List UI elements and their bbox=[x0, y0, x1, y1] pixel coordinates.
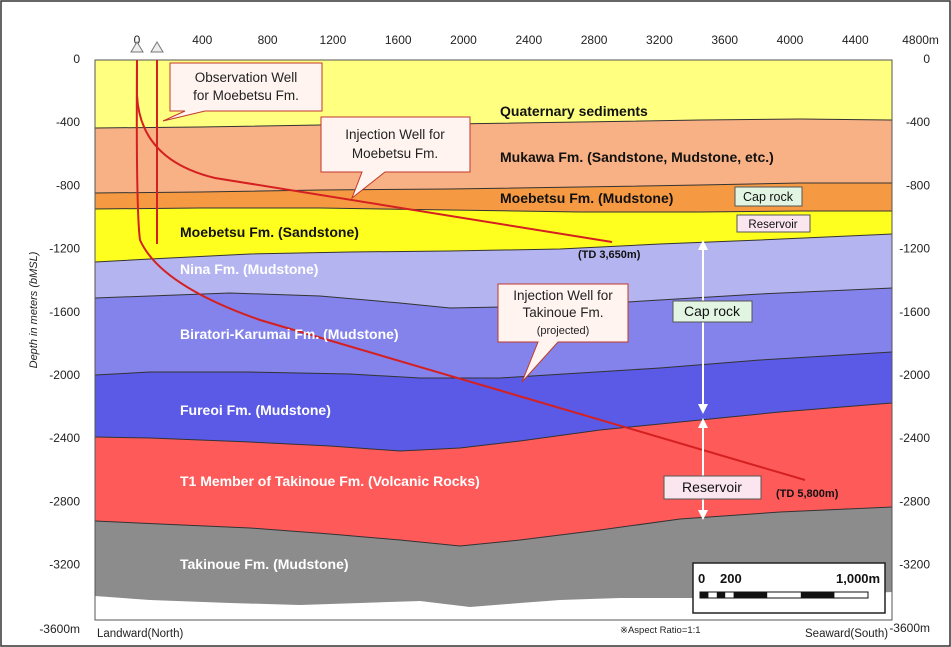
x-tick-label: 400 bbox=[192, 33, 212, 47]
y-tick-label-right: -3600m bbox=[889, 621, 930, 635]
y-axis-left-ticks: 0 -400 -800 -1200 -1600 -2000 -2400 -2800 -3200 -… bbox=[39, 52, 80, 636]
y-tick-label-right: -2000 bbox=[899, 368, 930, 382]
well-head-marker-1 bbox=[130, 41, 144, 53]
y-tick-label-left: -3200 bbox=[49, 558, 80, 572]
td-label-takinoue: (TD 5,800m) bbox=[776, 488, 839, 500]
callout-observation-line-2: for Moebetsu Fm. bbox=[193, 88, 299, 103]
label-moebetsu-mudstone: Moebetsu Fm. (Mudstone) bbox=[500, 190, 673, 206]
y-tick-label-right: 0 bbox=[923, 52, 930, 66]
box-cap-rock-upper-label: Cap rock bbox=[743, 190, 794, 204]
label-moebetsu-sandstone: Moebetsu Fm. (Sandstone) bbox=[180, 224, 359, 240]
label-mukawa: Mukawa Fm. (Sandstone, Mudstone, etc.) bbox=[500, 149, 774, 165]
y-tick-label-right: -2400 bbox=[899, 431, 930, 445]
scale-bar-box bbox=[692, 562, 886, 614]
x-tick-label: 3600 bbox=[711, 33, 738, 47]
x-tick-label: 1200 bbox=[320, 33, 347, 47]
y-tick-label-right: -1600 bbox=[899, 305, 930, 319]
label-biratori: Biratori-Karumai Fm. (Mudstone) bbox=[180, 326, 399, 342]
y-tick-label-left: -800 bbox=[56, 178, 80, 192]
footer-aspect-ratio: ※Aspect Ratio=1:1 bbox=[620, 625, 701, 636]
scale-bar-ruler bbox=[699, 591, 869, 599]
interval-arrows bbox=[698, 240, 708, 520]
footer-right: Seaward(South) bbox=[805, 628, 888, 640]
y-tick-label-left: -1600 bbox=[49, 305, 80, 319]
callout-takinoue-line-3: (projected) bbox=[537, 325, 590, 337]
y-tick-label-left: -2000 bbox=[49, 368, 80, 382]
box-reservoir-lower bbox=[663, 475, 762, 500]
boundary-lines bbox=[94, 118, 893, 547]
label-takinoue-mudstone: Takinoue Fm. (Mudstone) bbox=[180, 556, 349, 572]
x-tick-label: 0 bbox=[134, 33, 141, 47]
y-tick-label-right: -800 bbox=[906, 178, 930, 192]
callout-observation-well bbox=[162, 62, 323, 122]
plot-border bbox=[94, 59, 893, 621]
x-tick-label: 2800 bbox=[581, 33, 608, 47]
scale-bar-1000: 1,000m bbox=[836, 571, 880, 586]
x-tick-label: 4400 bbox=[842, 33, 869, 47]
label-quaternary: Quaternary sediments bbox=[500, 103, 648, 119]
callout-injection-takinoue bbox=[497, 283, 629, 383]
x-tick-label: 1600 bbox=[385, 33, 412, 47]
y-tick-label-left: -2400 bbox=[49, 431, 80, 445]
injection-well-takinoue-line bbox=[135, 59, 806, 481]
y-axis-right-ticks: 0 -400 -800 -1200 -1600 -2000 -2400 -2800 -3200 -… bbox=[889, 52, 930, 635]
callout-takinoue-line-2: Takinoue Fm. bbox=[522, 305, 603, 320]
y-axis-label: Depth in meters (bMSL) bbox=[28, 251, 40, 368]
y-tick-label-right: -3200 bbox=[899, 558, 930, 572]
y-tick-label-left: -2800 bbox=[49, 494, 80, 508]
y-tick-label-right: -2800 bbox=[899, 494, 930, 508]
x-axis-ticks: 0 400 800 1200 1600 2000 2400 2800 3200 3600 4000 4… bbox=[134, 33, 939, 47]
box-reservoir-lower-label: Reservoir bbox=[682, 479, 742, 495]
scale-bar-zero: 0 bbox=[698, 571, 705, 586]
td-label-moebetsu: (TD 3,650m) bbox=[578, 249, 641, 261]
y-tick-label-right: -1200 bbox=[899, 242, 930, 256]
x-tick-label: 2400 bbox=[515, 33, 542, 47]
callout-moebetsu-line-2: Moebetsu Fm. bbox=[352, 146, 438, 161]
box-cap-rock-lower-label: Cap rock bbox=[684, 303, 741, 319]
label-nina: Nina Fm. (Mudstone) bbox=[180, 261, 318, 277]
y-tick-label-left: -1200 bbox=[49, 242, 80, 256]
x-tick-label: 2000 bbox=[450, 33, 477, 47]
scale-bar-200: 200 bbox=[720, 571, 742, 586]
y-tick-label-left: -400 bbox=[56, 115, 80, 129]
label-takinoue-t1: T1 Member of Takinoue Fm. (Volcanic Rock… bbox=[180, 473, 480, 489]
x-tick-label: 800 bbox=[258, 33, 278, 47]
box-cap-rock-lower bbox=[672, 300, 753, 323]
callout-observation-line-1: Observation Well bbox=[195, 70, 298, 85]
box-reservoir-upper-label: Reservoir bbox=[748, 219, 797, 231]
footer-left: Landward(North) bbox=[97, 628, 183, 640]
well-head-marker-2 bbox=[150, 41, 164, 53]
x-tick-label: 4000 bbox=[777, 33, 804, 47]
callout-takinoue-line-1: Injection Well for bbox=[513, 288, 613, 303]
y-tick-label-left: 0 bbox=[73, 52, 80, 66]
x-tick-label: 4800m bbox=[902, 33, 939, 47]
label-fureoi: Fureoi Fm. (Mudstone) bbox=[180, 402, 331, 418]
y-tick-label-right: -400 bbox=[906, 115, 930, 129]
box-reservoir-upper bbox=[736, 214, 811, 233]
callout-moebetsu-line-1: Injection Well for bbox=[345, 127, 445, 142]
callout-injection-moebetsu bbox=[320, 116, 471, 200]
y-tick-label-left: -3600m bbox=[39, 622, 80, 636]
x-tick-label: 3200 bbox=[646, 33, 673, 47]
box-cap-rock-upper bbox=[734, 186, 803, 207]
wells bbox=[135, 59, 806, 481]
